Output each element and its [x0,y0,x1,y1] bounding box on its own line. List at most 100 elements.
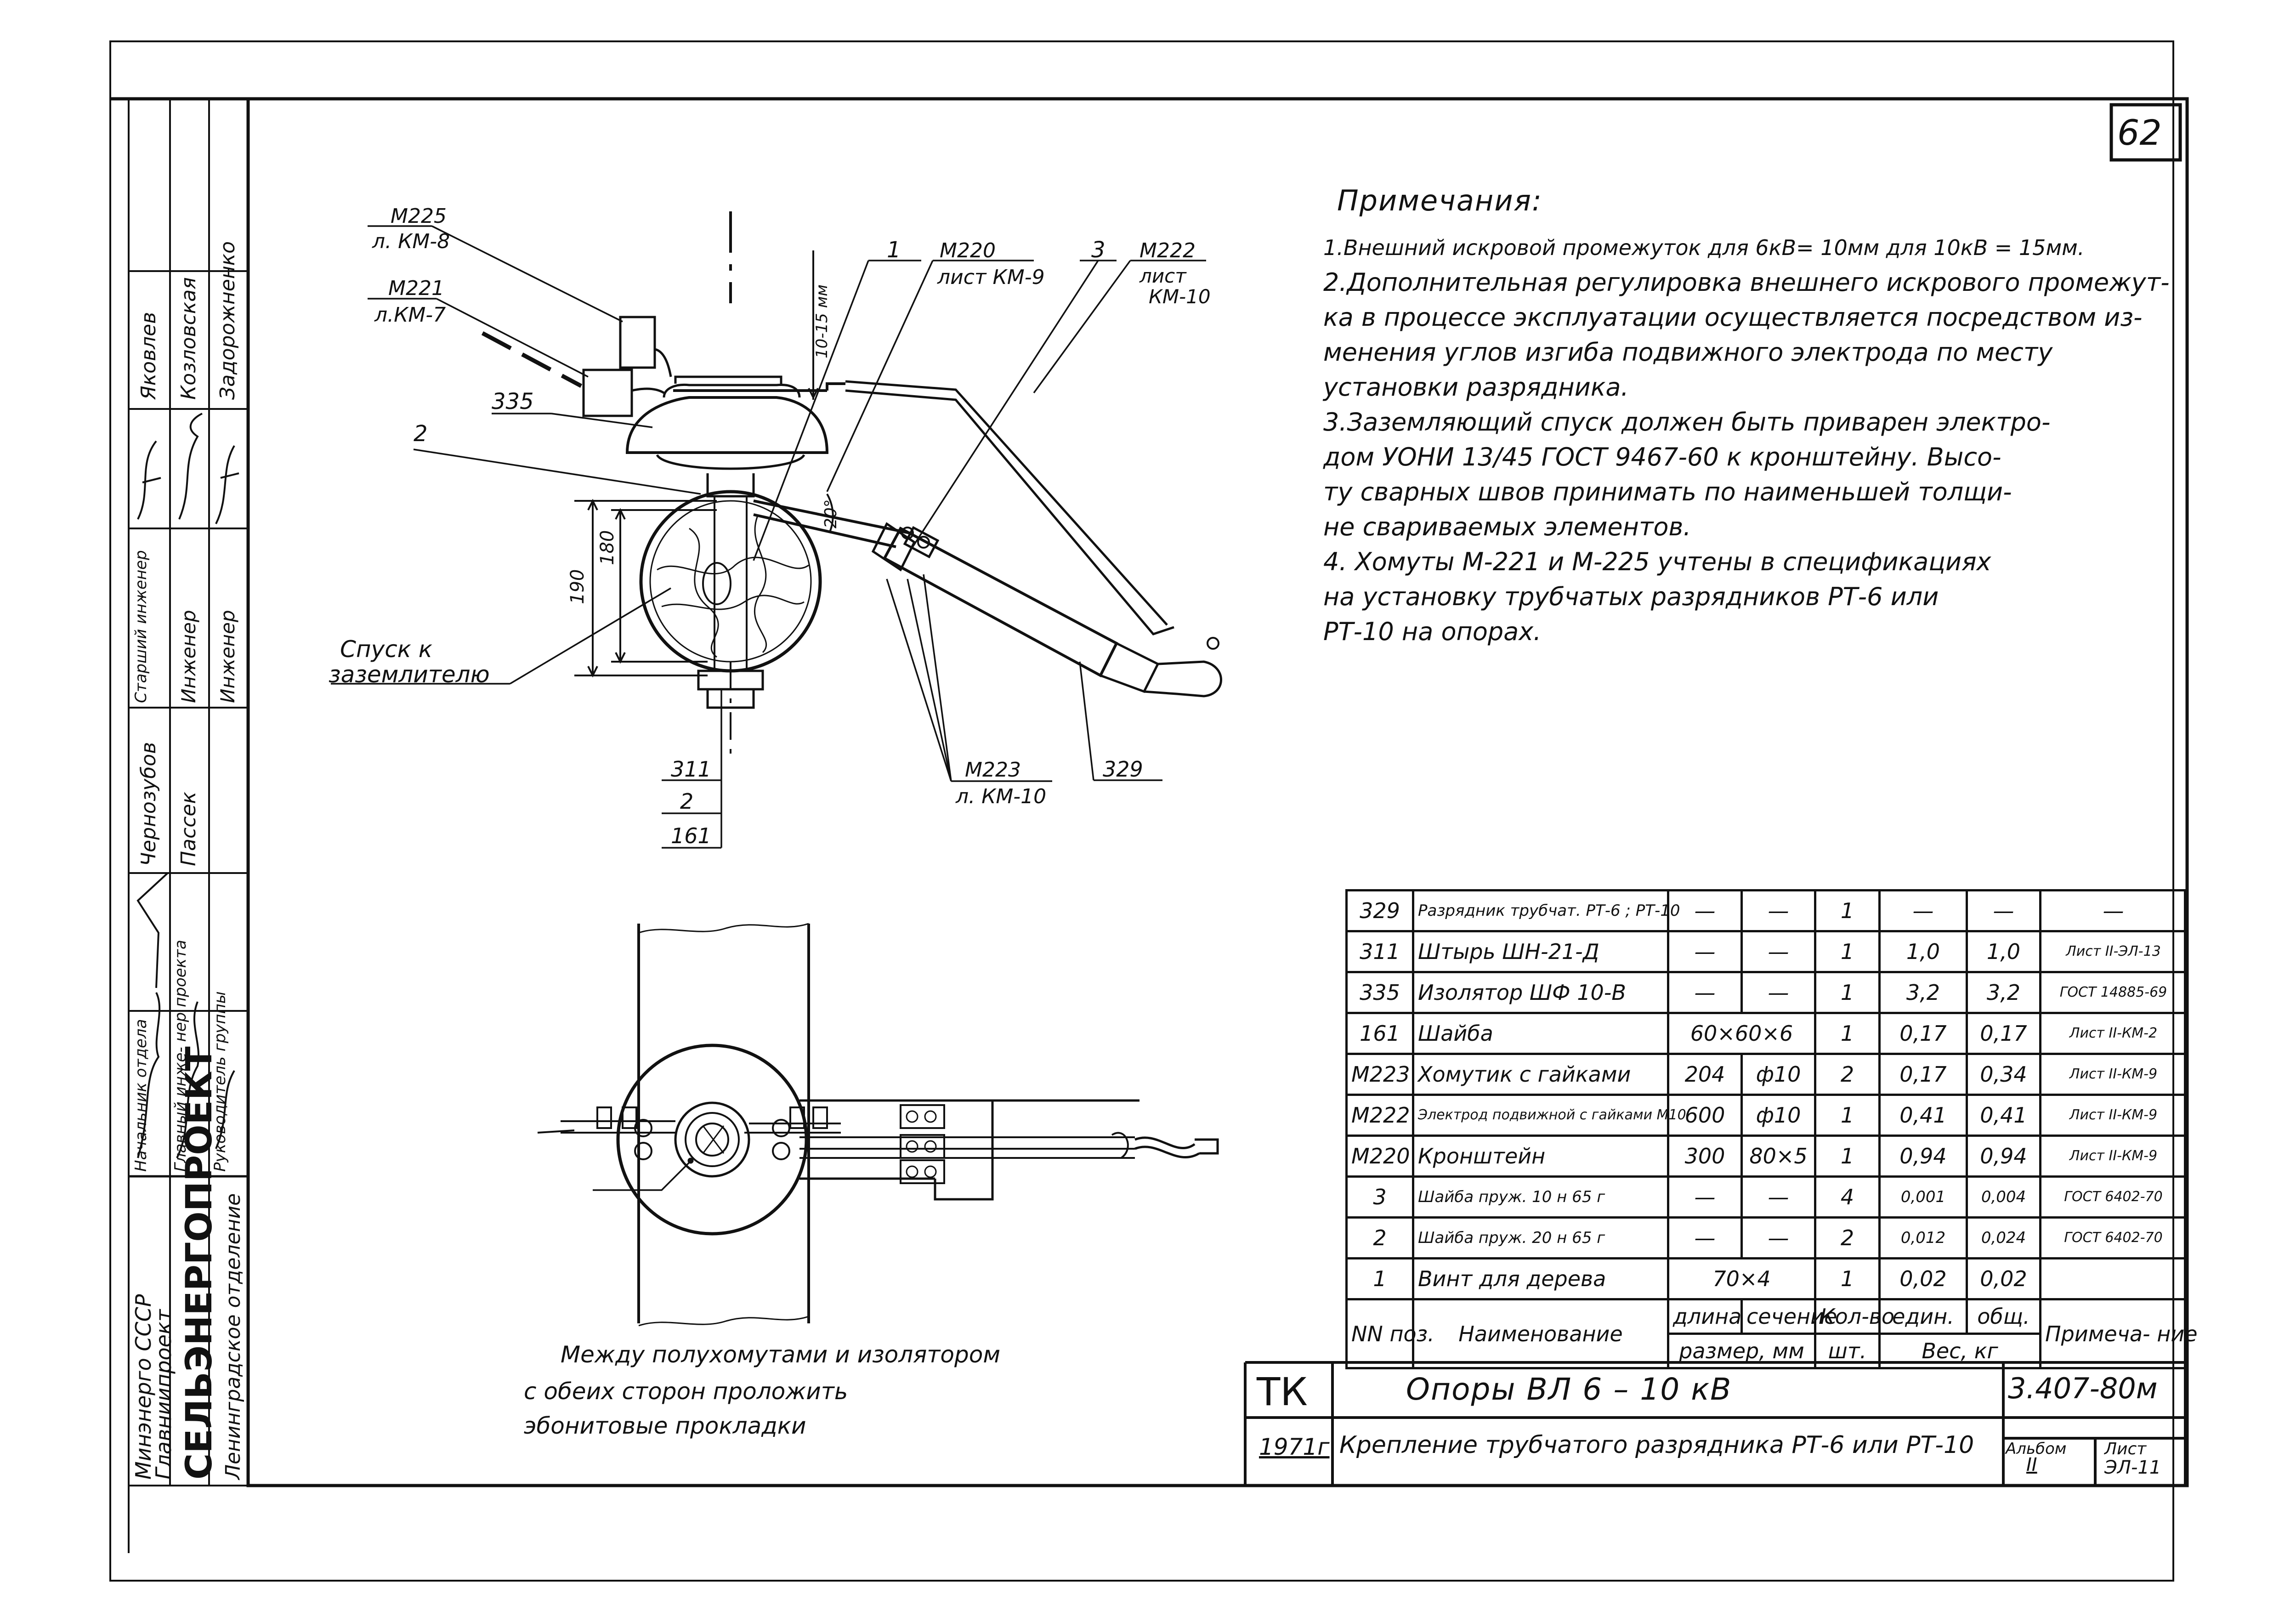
callout-m222-sheet-b: КМ-10 [1149,285,1211,308]
callout-m223-sheet: л. КМ-10 [955,785,1046,808]
note-line: 2.Дополнительная регулировка внешнего ис… [1323,268,2170,297]
bom-len: — [1667,889,1743,932]
title-year: 1971г [1259,1434,1330,1460]
bom-unit: 0,012 [1878,1216,1968,1259]
callout-2b: 2 [680,789,693,814]
callout-1: 1 [887,237,901,263]
bom-pos: 1 [1345,1257,1414,1300]
header-total: общ. [1966,1298,2041,1335]
bom-unit: 3,2 [1878,971,1968,1014]
title-main: Опоры ВЛ 6 – 10 кВ [1406,1372,1732,1407]
bom-pos: 3 [1345,1175,1414,1219]
page-number-box [2109,103,2182,162]
bom-len: — [1667,930,1743,973]
bom-pos: 329 [1345,889,1414,932]
callout-m223: М223 [965,758,1021,782]
bom-qty: 1 [1814,889,1881,932]
bom-qty: 1 [1814,1012,1881,1055]
stamp-name-4: Яковлев [137,312,160,400]
bom-qty: 1 [1814,1094,1881,1137]
page-number: 62 [2117,112,2162,153]
sheet-label: Лист [2104,1440,2147,1458]
table-row: 329 Разрядник трубчат. РТ-6 ; РТ-10 — — … [1345,889,2188,932]
bom-name: Шайба пруж. 10 н 65 г [1412,1175,1669,1219]
bom-total: 0,024 [1966,1216,2041,1259]
table-row: 2 Шайба пруж. 20 н 65 г — — 2 0,012 0,02… [1345,1216,2188,1259]
header-name: Наименование [1412,1298,1669,1369]
callout-m222: М222 [1139,239,1196,262]
bom-qty: 1 [1814,1257,1881,1300]
label-spusk-a: Спуск к [340,636,432,663]
bom-len: 60×60×6 [1667,1012,1816,1055]
callout-m225-sheet: л. КМ-8 [372,230,450,253]
bom-len: 204 [1667,1053,1743,1096]
table-row: 1 Винт для дерева 70×4 1 0,02 0,02 [1345,1257,2188,1300]
header-sec: сечение [1740,1298,1837,1335]
note-line: не свариваемых элементов. [1323,512,1691,541]
bom-note: Лист II-КМ-9 [2039,1135,2188,1178]
note-line: на установку трубчатых разрядников РТ-6 … [1323,582,1939,611]
bom-name: Штырь ШН-21-Д [1412,930,1669,973]
bom-total: 3,2 [1966,971,2041,1014]
sheet-value: ЭЛ-11 [2104,1457,2161,1478]
bom-total: 0,004 [1966,1175,2041,1219]
notes-title: Примечания: [1337,184,1542,217]
bom-note: ГОСТ 14885-69 [2039,971,2188,1014]
label-spusk-b: заземлителю [329,661,490,688]
note-line: 4. Хомуты М-221 и М-225 учтены в специфи… [1323,547,1991,576]
outer-frame [109,40,2174,1582]
callout-2: 2 [414,421,428,447]
table-row: 3 Шайба пруж. 10 н 65 г — — 4 0,001 0,00… [1345,1175,2188,1219]
bom-name: Электрод подвижной с гайками М10 [1412,1094,1686,1137]
bom-len: 70×4 [1667,1257,1816,1300]
dim-180: 180 [597,530,618,565]
notes-block: Примечания: 1.Внешний искровой промежуто… [1323,184,2187,649]
callout-161: 161 [671,823,711,848]
bom-pos: М223 [1345,1053,1414,1096]
album-value: II [2026,1454,2037,1475]
callout-329: 329 [1103,757,1143,782]
table-header-row: размер, мм шт. Вес, кг [1347,1333,2187,1369]
bom-pos: 335 [1345,971,1414,1014]
bom-unit: — [1878,889,1968,932]
note-line: 3.Заземляющий спуск должен быть приварен… [1323,408,2051,437]
stamp-name-1: Чернозубов [137,742,160,866]
stamp-role-5: Инженер [177,610,200,703]
title-sub: Крепление трубчатого разрядника РТ-6 или… [1339,1431,1974,1459]
bom-unit: 0,001 [1878,1175,1968,1219]
bom-name: Хомутик с гайками [1412,1053,1669,1096]
title-block: ТК 1971г Опоры ВЛ 6 – 10 кВ Крепление тр… [1245,1362,2185,1486]
bom-name: Разрядник трубчат. РТ-6 ; РТ-10 [1412,889,1680,932]
bom-total: 1,0 [1966,930,2041,973]
bom-len: — [1667,1216,1743,1259]
callout-m222-sheet-a: лист [1139,265,1187,287]
note-line: ту сварных швов принимать по наименьшей … [1323,477,2012,506]
note-line: установки разрядника. [1323,373,1629,402]
stamp-org-3: СЕЛЬЭНЕРГОПРОЕКТ [179,1046,220,1480]
leader-lines [331,225,1206,849]
plan-note-2: с обеих сторон проложить [524,1378,848,1405]
bom-name: Изолятор ШФ 10-В [1412,971,1669,1014]
stamp-role-3: Руководитель группы [211,991,229,1172]
callout-3: 3 [1091,237,1105,263]
album-label: Альбом [2006,1440,2067,1458]
table-row: 161 Шайба 60×60×6 1 0,17 0,17 Лист II-КМ… [1345,1012,2188,1055]
callout-m220: М220 [940,239,996,262]
elevation-dimensions [574,250,834,678]
stamp-role-4: Старший инженер [132,550,150,703]
bom-unit: 0,41 [1878,1094,1968,1137]
side-stamp-grid [129,97,248,1486]
table-header-row: NN поз. Наименование длина сечение Кол-в… [1345,1298,2198,1369]
bom-note [2039,1257,2188,1300]
stamp-role-2: Главный инже- нер проекта [171,940,190,1172]
bom-sec: 80×5 [1740,1135,1816,1178]
bom-pos: 311 [1345,930,1414,973]
stamp-name-2: Пассек [177,791,200,866]
note-line: дом УОНИ 13/45 ГОСТ 9467-60 к кронштейну… [1323,442,2001,471]
stamp-org-2: Главниипроект [151,1309,176,1480]
bom-note: ГОСТ 6402-70 [2039,1216,2188,1259]
table-row: М223 Хомутик с гайками 204 ф10 2 0,17 0,… [1345,1053,2188,1096]
bom-note: Лист II-ЭЛ-13 [2039,930,2188,973]
callout-m221-sheet: л.КМ-7 [374,303,446,327]
bom-qty: 1 [1814,1135,1881,1178]
